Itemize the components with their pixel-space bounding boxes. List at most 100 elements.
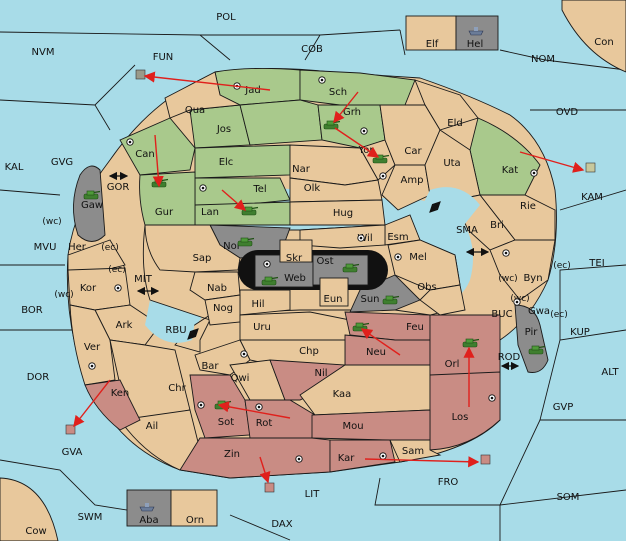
region-qua[interactable]: [164, 71, 242, 119]
label-qwi: Qwi: [231, 373, 250, 384]
supply-center-icon: [530, 169, 538, 177]
label-cow: Cow: [25, 526, 46, 537]
label-nab: Nab: [207, 283, 227, 294]
convoy-route-icon: [187, 328, 199, 340]
label-ost: Ost: [316, 256, 333, 267]
region-orn[interactable]: [170, 489, 218, 527]
label-bor: BOR: [21, 305, 43, 316]
label-ark: Ark: [116, 320, 133, 331]
label-nor: Nor: [223, 241, 242, 252]
region-olk[interactable]: [289, 177, 383, 203]
label-tel: Tel: [252, 184, 266, 195]
label-esm: Esm: [387, 232, 408, 243]
label-amp: Amp: [401, 175, 424, 186]
region-sap[interactable]: [144, 224, 241, 273]
label-hil: Hil: [251, 299, 264, 310]
coast-mark-her-wc: (wc): [42, 217, 61, 227]
region-kar[interactable]: [329, 439, 396, 473]
label-fun: FUN: [153, 52, 174, 63]
label-ken: Ken: [111, 388, 130, 399]
label-cob: COB: [301, 44, 323, 55]
label-elc: Elc: [219, 157, 234, 168]
region-eun[interactable]: [319, 277, 349, 307]
supply-center-icon: [513, 298, 521, 306]
region-can[interactable]: [119, 117, 196, 176]
label-yor: Yor: [357, 145, 374, 156]
label-gaw: Gaw: [81, 200, 103, 211]
label-gwa: Gwa: [528, 306, 550, 317]
label-ail: Ail: [146, 421, 158, 432]
supply-center-icon: [199, 184, 207, 192]
label-her: Her: [68, 242, 87, 253]
supply-center-icon: [88, 362, 96, 370]
label-dax: DAX: [271, 519, 292, 530]
label-gva: GVA: [62, 447, 83, 458]
label-grh: Grh: [343, 107, 361, 118]
label-sap: Sap: [193, 253, 212, 264]
region-skr[interactable]: [279, 239, 313, 263]
coast-mark-kor-wc: (wc): [54, 290, 73, 300]
label-eun: Eun: [324, 294, 343, 305]
label-uru: Uru: [253, 322, 271, 333]
move-arrow-icon: [217, 401, 291, 419]
label-nar: Nar: [292, 164, 311, 175]
region-her[interactable]: [67, 239, 126, 271]
region-amp[interactable]: [381, 164, 431, 211]
coast-mark-byn-wc: (wc): [498, 274, 517, 284]
label-chp: Chp: [299, 346, 319, 357]
coast-mark-her-ec: (ec): [101, 243, 119, 253]
label-gur: Gur: [155, 207, 174, 218]
label-hel: Hel: [467, 39, 483, 50]
move-arrow-icon: [334, 127, 380, 158]
label-rod: ROD: [498, 352, 521, 363]
label-olk: Olk: [304, 183, 321, 194]
region-orl[interactable]: [429, 314, 501, 381]
region-zin[interactable]: [179, 437, 331, 479]
region-sam[interactable]: [389, 439, 442, 463]
label-rbu: RBU: [165, 325, 186, 336]
coast-labels: (wc) (ec) (ec) (wc) (wc) (ec) (ec) (wc): [42, 217, 570, 320]
supply-center-icon: [379, 172, 387, 180]
region-los[interactable]: [429, 371, 501, 451]
label-wil: Wil: [357, 233, 372, 244]
move-arrow-icon: [519, 151, 585, 173]
label-mel: Mel: [409, 252, 427, 263]
label-uta: Uta: [443, 158, 460, 169]
label-mou: Mou: [342, 421, 363, 432]
supply-center-icon: [360, 127, 368, 135]
label-jos: Jos: [216, 124, 231, 135]
supply-center-icon: [295, 455, 303, 463]
convoy-routes: [108, 171, 520, 371]
label-lan: Lan: [201, 207, 219, 218]
region-jos-b[interactable]: [239, 99, 323, 146]
move-arrow-icon: [259, 456, 271, 484]
region-pir[interactable]: [514, 304, 549, 373]
label-kat: Kat: [502, 165, 519, 176]
label-bri: Bri: [490, 220, 504, 231]
unit-placeholder-icon: [65, 424, 76, 435]
region-gaw[interactable]: [73, 165, 106, 242]
label-kaa: Kaa: [333, 389, 352, 400]
move-arrow-icon: [364, 456, 480, 468]
region-ver[interactable]: [69, 304, 116, 386]
region-mou[interactable]: [311, 409, 431, 441]
label-nom: NOM: [531, 54, 555, 65]
label-feu: Feu: [406, 322, 424, 333]
region-sun[interactable]: [349, 274, 421, 313]
label-nog: Nog: [213, 303, 233, 314]
region-eld[interactable]: [414, 79, 479, 131]
region-ken[interactable]: [84, 379, 141, 431]
unit-placeholder-icon: [264, 482, 275, 493]
region-elc[interactable]: [194, 144, 291, 179]
label-nvm: NVM: [32, 47, 55, 58]
region-tel[interactable]: [194, 177, 291, 206]
move-arrow-icon: [333, 91, 359, 124]
label-pol: POL: [216, 12, 236, 23]
label-mvu: MVU: [34, 242, 57, 253]
region-obs[interactable]: [419, 284, 466, 316]
label-dor: DOR: [27, 372, 50, 383]
supply-center-icon: [379, 452, 387, 460]
label-eld: Eld: [447, 118, 462, 129]
region-labels: POL NVM FUN COB NOM OVD KAL GVG MVU BOR …: [5, 12, 620, 537]
label-sch: Sch: [329, 87, 347, 98]
